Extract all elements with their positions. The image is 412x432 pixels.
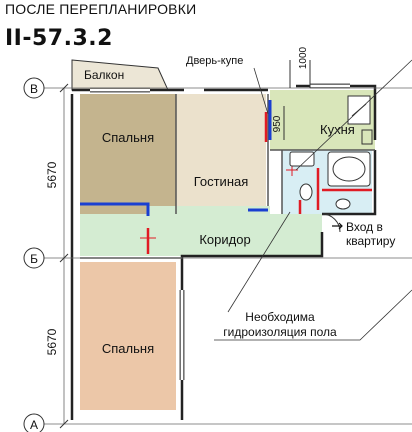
bedroom-bottom-fill xyxy=(80,262,176,410)
demolition-marks xyxy=(146,112,372,254)
corridor-label: Коридор xyxy=(199,232,250,247)
dimension-ticks xyxy=(59,60,311,429)
sliding-door-label: Дверь-купе xyxy=(186,55,243,67)
axis-circles xyxy=(23,77,45,432)
entrance-label-line1: Вход в xyxy=(346,220,383,234)
corridor-fill xyxy=(80,206,322,256)
dimension-upper: 5670 xyxy=(45,161,59,188)
living-room-fill xyxy=(176,94,266,214)
new-walls xyxy=(80,100,272,216)
entrance-label-line2: квартиру xyxy=(346,234,395,248)
plan-caption: ПОСЛЕ ПЕРЕПЛАНИРОВКИ xyxy=(5,1,197,17)
axis-lines xyxy=(44,87,412,425)
sliding-door-leader xyxy=(253,67,269,115)
bedroom-bottom-label: Спальня xyxy=(102,341,154,356)
bedroom-top-label: Спальня xyxy=(102,130,154,145)
axis-label-top: В xyxy=(30,82,38,96)
waterproof-label-line1: Необходима xyxy=(245,310,315,324)
bathroom-fixtures xyxy=(289,151,371,210)
balcony-label: Балкон xyxy=(84,68,124,82)
dimension-door-width: 1000 xyxy=(298,46,309,69)
living-room-label: Гостиная xyxy=(194,174,249,189)
axis-label-middle: Б xyxy=(30,252,38,266)
waterproof-label-line2: гидроизоляция пола xyxy=(223,325,337,339)
bedroom-top-fill xyxy=(80,94,176,214)
dimension-lower: 5670 xyxy=(45,328,59,355)
entrance-door xyxy=(321,213,341,233)
kitchen-label: Кухня xyxy=(320,122,355,137)
entrance-arrow-icon xyxy=(332,222,343,230)
building-series: II-57.3.2 xyxy=(5,26,113,51)
dimension-door-height: 950 xyxy=(272,115,283,132)
waterproof-leaders xyxy=(214,59,412,341)
axis-label-bottom: А xyxy=(30,418,38,432)
